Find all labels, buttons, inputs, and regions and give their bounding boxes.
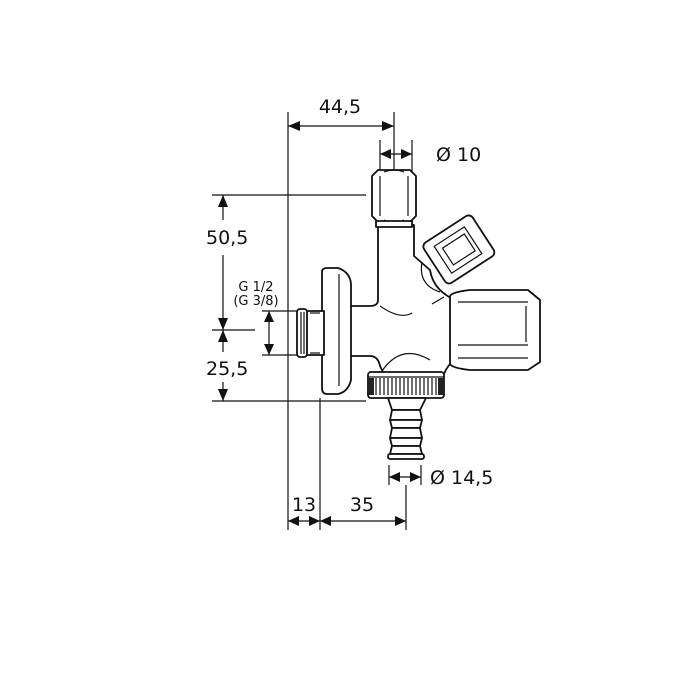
thread-secondary-label: (G 3/8)	[233, 294, 278, 309]
wall-rosette	[321, 267, 352, 395]
dimension-hose-diameter-label: Ø 14,5	[430, 467, 493, 489]
dimension-thread: G 1/2 (G 3/8)	[233, 280, 279, 355]
valve-body	[349, 224, 456, 375]
extension-lines	[212, 112, 422, 530]
top-compression-nut	[371, 169, 417, 228]
dimension-wall-offset-label: 13	[292, 494, 316, 516]
dimension-top-width: 44,5	[288, 96, 394, 131]
dimension-top-diameter-label: Ø 10	[436, 144, 481, 166]
thread-primary-label: G 1/2	[238, 280, 273, 295]
side-handle	[449, 289, 541, 371]
dimension-hose-offset-label: 35	[350, 494, 374, 516]
dimension-hose-diameter: Ø 14,5	[389, 467, 493, 489]
dimension-top-width-label: 44,5	[319, 96, 361, 118]
dimension-upper-height-label: 50,5	[206, 227, 248, 249]
dimension-bottom: 13 35	[288, 494, 406, 526]
dimension-lower-height: 25,5	[206, 330, 248, 401]
inlet-thread	[296, 308, 325, 358]
dimension-lower-height-label: 25,5	[206, 358, 248, 380]
dimension-top-diameter: Ø 10	[380, 144, 481, 166]
dimension-upper-height: 50,5	[206, 195, 248, 330]
hose-barb	[387, 397, 427, 460]
knurled-nut	[367, 371, 445, 399]
angled-cap	[422, 214, 496, 285]
